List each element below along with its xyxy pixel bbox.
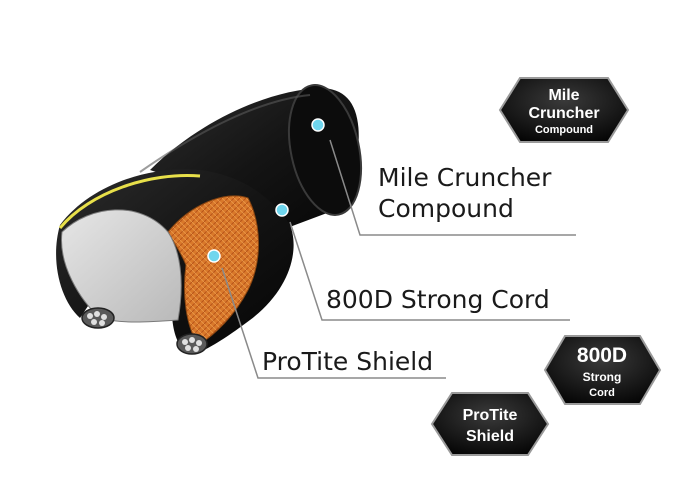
badge-strong-cord-line2: Strong [583,370,622,384]
badge-protite-line1: ProTite [463,407,518,424]
marker-dot-compound [311,118,325,132]
leader-line-compound [329,139,576,236]
bead-bundle-right [176,333,208,355]
badge-mile-cruncher-line3: Compound [535,124,593,136]
leader-line-shield [221,267,446,379]
label-mile-cruncher-line2: Compound [378,194,514,223]
badge-strong-cord: 800D Strong Cord [543,335,662,405]
marker-dot-cord [275,203,289,217]
badge-protite-line2: Shield [466,428,514,445]
badge-mile-cruncher: Mile Cruncher Compound [498,77,630,143]
badge-protite: ProTite Shield [430,392,550,456]
label-mile-cruncher-line1: Mile Cruncher [378,163,552,192]
bead-bundle-left [81,307,115,329]
tread-highlight [139,94,311,173]
leader-line-cord [289,221,570,321]
inner-liner [61,209,182,323]
badge-mile-cruncher-line2: Cruncher [528,105,599,122]
badge-strong-cord-line3: Cord [589,387,615,399]
label-strong-cord: 800D Strong Cord [326,285,550,314]
tire-section [56,84,362,355]
bead-stripe [58,173,201,229]
badge-strong-cord-line1: 800D [577,344,627,367]
casing-cord-layer [167,195,259,346]
badge-mile-cruncher-line1: Mile [548,87,579,104]
marker-dot-shield [207,249,221,263]
label-protite-shield: ProTite Shield [262,347,433,376]
